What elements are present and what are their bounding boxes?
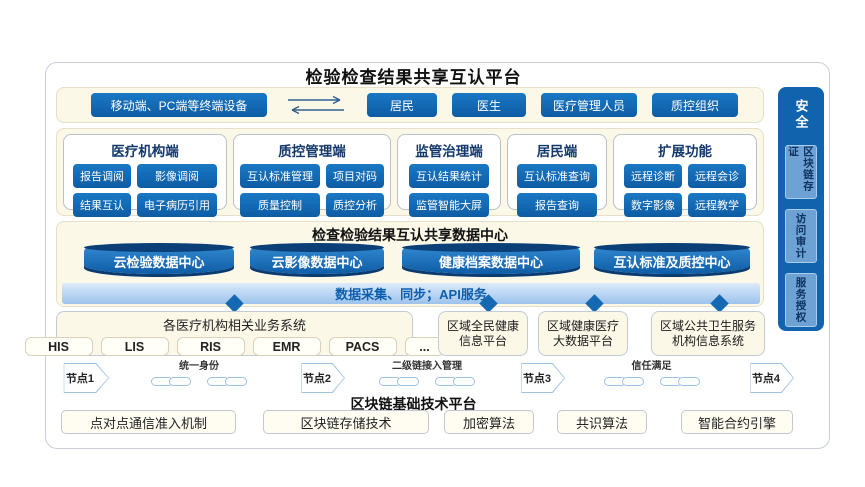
data-center-section: 检查检验结果互认共享数据中心 云检验数据中心 云影像数据中心 健康档案数据中心 …: [56, 221, 764, 307]
feature-box: 质量控制: [240, 193, 320, 217]
panel-quality-control: 质控管理端 互认标准管理 项目对码 质量控制 质控分析: [233, 134, 391, 217]
feature-box: 远程诊断: [624, 164, 682, 188]
page-title: 检验检查结果共享互认平台: [305, 68, 522, 87]
business-systems-title: 各医疗机构相关业务系统: [162, 318, 306, 333]
role-box: 居民: [367, 93, 437, 117]
regional-platform-box: 区域公共卫生服务机构信息系统: [651, 311, 765, 356]
data-center-title: 检查检验结果互认共享数据中心: [312, 227, 508, 243]
business-systems-box: 各医疗机构相关业务系统 HIS LIS RIS EMR PACS ...: [24, 311, 445, 356]
role-box: 医疗管理人员: [541, 93, 637, 117]
blockchain-component-box: 加密算法: [444, 410, 534, 434]
feature-box: 结果互认: [73, 193, 131, 217]
feature-box: 报告调阅: [73, 164, 131, 188]
panel-supervision: 监管治理端 互认结果统计 监管智能大屏: [397, 134, 501, 217]
panel-medical-institution: 医疗机构端 报告调阅 影像调阅 结果互认 电子病历引用: [63, 134, 227, 217]
database-cylinder: 互认标准及质控中心: [594, 243, 750, 274]
blockchain-component-box: 点对点通信准入机制: [61, 410, 236, 434]
blockchain-component-box: 共识算法: [557, 410, 647, 434]
feature-box: 互认结果统计: [409, 164, 489, 188]
security-item: 访问审计: [785, 209, 817, 263]
panel-resident: 居民端 互认标准查询 报告查询: [507, 134, 607, 217]
database-cylinder: 云检验数据中心: [84, 243, 234, 274]
chain-label: 统一身份: [179, 361, 219, 372]
security-sidebar: 安全 区块链存证 访问审计 服务授权: [778, 87, 824, 331]
blockchain-node: 节点2: [289, 363, 345, 393]
chain-link-icon: [225, 377, 247, 386]
feature-box: 电子病历引用: [137, 193, 217, 217]
blockchain-component-box: 智能合约引擎: [681, 410, 793, 434]
panel-title: 扩展功能: [658, 144, 712, 159]
blockchain-node: 节点1: [51, 363, 109, 393]
panel-title: 监管治理端: [415, 144, 483, 159]
exchange-arrows-icon: [288, 95, 344, 115]
chain-segment: 统一身份: [114, 361, 284, 393]
chain-link-icon: [453, 377, 475, 386]
regional-platform-box: 区域全民健康信息平台: [438, 311, 528, 356]
panel-title: 质控管理端: [278, 144, 346, 159]
regional-platform-box: 区域健康医疗大数据平台: [538, 311, 628, 356]
user-roles: 居民 医生 医疗管理人员 质控组织: [367, 93, 738, 117]
feature-box: 项目对码: [326, 164, 384, 188]
chain-link-icon: [677, 377, 700, 386]
feature-box: 互认标准管理: [240, 164, 320, 188]
panel-extended: 扩展功能 远程诊断 远程会诊 数字影像 远程教学: [613, 134, 757, 217]
chain-link-icon: [169, 377, 191, 386]
chain-segment: 信任满足: [570, 361, 733, 393]
chain-link-icon: [397, 377, 419, 386]
api-service-band: 数据采集、同步；API服务: [62, 283, 760, 304]
feature-box: 数字影像: [624, 193, 682, 217]
feature-box: 监管智能大屏: [409, 193, 489, 217]
role-box: 医生: [452, 93, 526, 117]
blockchain-platform-title: 区块链基础技术平台: [350, 396, 477, 412]
system-box: EMR: [252, 337, 321, 356]
database-cylinder: 云影像数据中心: [250, 243, 384, 274]
blockchain-component-box: 区块链存储技术: [263, 410, 429, 434]
security-item: 区块链存证: [785, 145, 817, 199]
feature-box: 报告查询: [517, 193, 597, 217]
platform-frame: 检验检查结果共享互认平台 移动端、PC端等终端设备 居民 医生 医疗管理人员 质…: [24, 62, 830, 449]
device-box: 移动端、PC端等终端设备: [91, 93, 267, 117]
chain-segment: 二级链接入管理: [350, 361, 504, 393]
system-box: RIS: [176, 337, 245, 356]
feature-box: 远程会诊: [688, 164, 746, 188]
blockchain-node: 节点4: [738, 363, 794, 393]
panel-title: 医疗机构端: [111, 144, 179, 159]
system-box: HIS: [24, 337, 93, 356]
feature-box: 质控分析: [326, 193, 384, 217]
system-box: PACS: [328, 337, 397, 356]
feature-box: 影像调阅: [137, 164, 217, 188]
database-cylinder: 健康档案数据中心: [402, 243, 580, 274]
chain-link-icon: [621, 377, 644, 386]
chain-label: 信任满足: [631, 361, 672, 372]
chain-label: 二级链接入管理: [392, 361, 462, 372]
feature-box: 远程教学: [688, 193, 746, 217]
security-item: 服务授权: [785, 273, 817, 327]
feature-box: 互认标准查询: [517, 164, 597, 188]
role-box: 质控组织: [652, 93, 738, 117]
security-title: 安全: [793, 99, 809, 131]
terminal-section: 移动端、PC端等终端设备 居民 医生 医疗管理人员 质控组织: [56, 87, 764, 123]
system-box: LIS: [100, 337, 169, 356]
panel-title: 居民端: [536, 144, 578, 159]
client-panels-section: 医疗机构端 报告调阅 影像调阅 结果互认 电子病历引用 质控管理端 互认标准管理…: [56, 128, 764, 217]
blockchain-node: 节点3: [509, 363, 565, 393]
